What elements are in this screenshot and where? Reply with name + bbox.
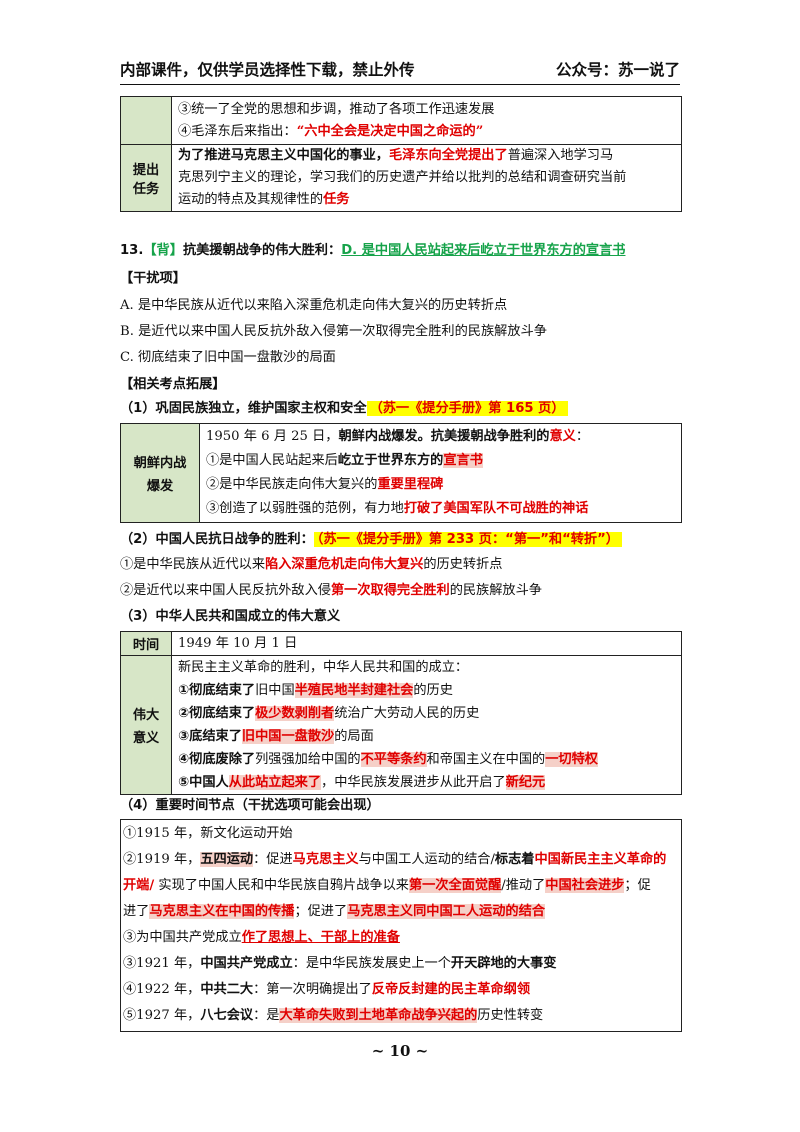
section-4-title: （4）重要时间节点（干扰选项可能会出现） [120,798,380,813]
timeline-line: ②1919 年，五四运动：促进马克思主义与中国工人运动的结合/标志着中国新民主主… [123,852,667,867]
option-c: C. 彻底结束了旧中国一盘散沙的局面 [120,350,336,365]
timeline-line: ③为中国共产党成立作了思想上、干部上的准备 [123,930,400,945]
time-value: 1949 年 10 月 1 日 [178,635,298,651]
table-line: ⑤中国人从此站立起来了，中华民族发展进步从此开启了新纪元 [178,775,546,790]
ref-badge: （苏一《提分手册》第 233 页：“第一”和“转折”） [313,532,622,547]
page-number: ~ 10 ~ [371,1042,429,1060]
table-line: 1950 年 6 月 25 日，朝鲜内战爆发。抗美援朝战争胜利的意义： [206,429,590,444]
table-timeline: ①1915 年，新文化运动开始 ②1919 年，五四运动：促进马克思主义与中国工… [120,819,682,1032]
table-line: ③创造了以弱胜强的范例，有力地打破了美国军队不可战胜的神话 [206,501,589,516]
timeline-line: ③1921 年，中国共产党成立：是中华民族发展史上一个开天辟地的大事变 [123,956,557,971]
table-line: 克思列宁主义的理论，学习我们的历史遗产并给以批判的总结和调查研究当前 [178,170,627,185]
section-1-title: （1）巩固民族独立，维护国家主权和安全（苏一《提分手册》第 165 页） [120,398,568,420]
distractor-title: 【干扰项】 [120,271,186,286]
table-line: 运动的特点及其规律性的任务 [178,192,350,207]
table-line: ④彻底废除了列强强加给中国的不平等条约和帝国主义在中国的一切特权 [178,752,598,767]
table-line: ②是中华民族走向伟大复兴的重要里程碑 [206,477,444,492]
s2-line-1: ①是中华民族从近代以来陷入深重危机走向伟大复兴的历史转折点 [120,557,503,572]
table-line: ③统一了全党的思想和步调，推动了各项工作迅速发展 [178,102,495,117]
page-header: 内部课件，仅供学员选择性下载，禁止外传 公众号：苏一说了 [120,54,680,85]
table-line: ①彻底结束了旧中国半殖民地半封建社会的历史 [178,683,453,698]
table-line: ④毛泽东后来指出：“六中全会是决定中国之命运的” [178,124,484,139]
table-label-task: 提出任务 [120,144,172,212]
s2-line-2: ②是近代以来中国人民反抗外敌入侵第一次取得完全胜利的民族解放斗争 [120,583,542,598]
timeline-line: ①1915 年，新文化运动开始 [123,826,293,841]
header-right: 公众号：苏一说了 [555,61,680,79]
section-2-title: （2）中国人民抗日战争的胜利：（苏一《提分手册》第 233 页：“第一”和“转折… [120,529,622,551]
timeline-line: 开端/ 实现了中国人民和中华民族自鸦片战争以来第一次全面觉醒/推动了中国社会进步… [123,878,651,893]
question-13: 13.【背】抗美援朝战争的伟大胜利：D. 是中国人民站起来后屹立于世界东方的宣言… [120,243,626,258]
section-3-title: （3）中华人民共和国成立的伟大意义 [120,609,341,624]
timeline-line: 进了马克思主义在中国的传播；促进了马克思主义同中国工人运动的结合 [123,904,545,919]
ref-badge: （苏一《提分手册》第 165 页） [366,401,568,416]
table-line: ①是中国人民站起来后屹立于世界东方的宣言书 [206,453,483,468]
header-left: 内部课件，仅供学员选择性下载，禁止外传 [120,61,415,79]
timeline-line: ⑤1927 年，八七会议：是大革命失败到土地革命战争兴起的历史性转变 [123,1008,544,1023]
table-korean-war: 朝鲜内战爆发 1950 年 6 月 25 日，朝鲜内战爆发。抗美援朝战争胜利的意… [120,423,682,523]
table-line: 新民主主义革命的胜利，中华人民共和国的成立： [178,660,469,675]
table-line: ②彻底结束了极少数剥削者统治广大劳动人民的历史 [178,706,480,721]
answer: D. 是中国人民站起来后屹立于世界东方的宣言书 [341,243,626,258]
table-label-time: 时间 [120,631,172,656]
option-b: B. 是近代以来中国人民反抗外敌入侵第一次取得完全胜利的民族解放斗争 [120,324,547,339]
table-continued: ③统一了全党的思想和步调，推动了各项工作迅速发展 ④毛泽东后来指出：“六中全会是… [120,96,682,212]
extend-title: 【相关考点拓展】 [120,377,226,392]
timeline-line: ④1922 年，中共二大：第一次明确提出了反帝反封建的民主革命纲领 [123,982,531,997]
table-label-significance: 伟大意义 [120,655,172,795]
table-label-empty [120,96,172,145]
table-prc-founding: 时间 1949 年 10 月 1 日 伟大意义 新民主主义革命的胜利，中华人民共… [120,631,682,795]
table-label-korean-war: 朝鲜内战爆发 [120,423,200,523]
table-line: ③底结束了旧中国一盘散沙的局面 [178,729,374,744]
option-a: A. 是中华民族从近代以来陷入深重危机走向伟大复兴的历史转折点 [120,298,508,313]
table-line: 为了推进马克思主义中国化的事业，毛泽东向全党提出了普遍深入地学习马 [178,148,614,163]
